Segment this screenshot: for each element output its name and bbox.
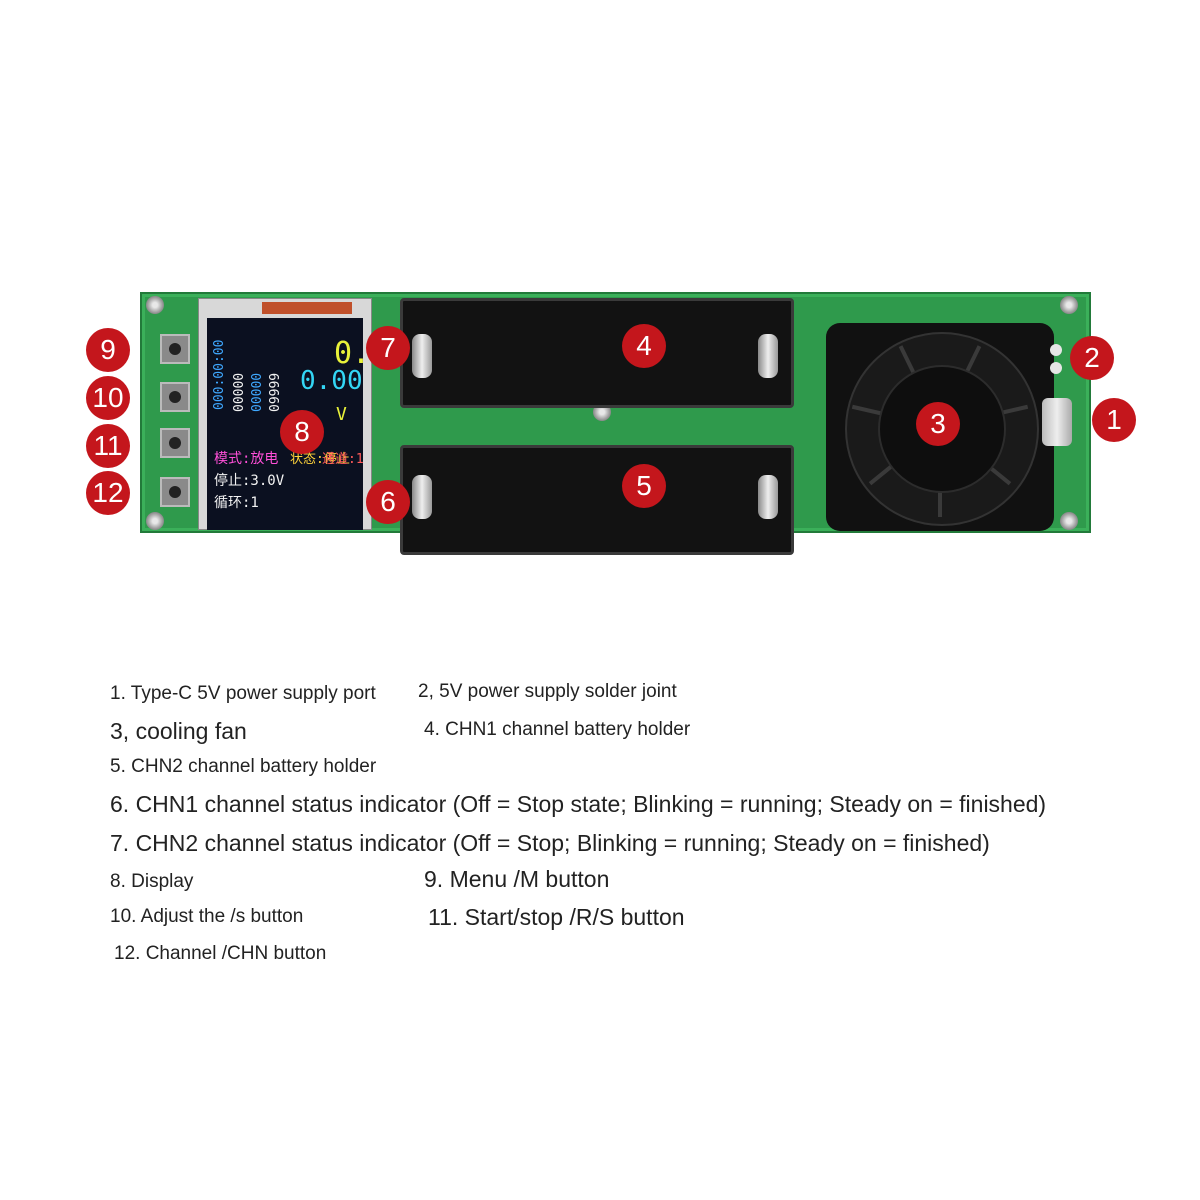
battery-contact <box>412 334 432 378</box>
battery-contact <box>758 475 778 519</box>
start-stop-button[interactable] <box>160 428 190 458</box>
badge-12: 12 <box>86 471 130 515</box>
lcd-cycle: 循环:1 <box>214 495 259 511</box>
badge-9: 9 <box>86 328 130 372</box>
caption-3: 3, cooling fan <box>110 718 247 744</box>
badge-6: 6 <box>366 480 410 524</box>
caption-11: 11. Start/stop /R/S button <box>428 904 685 930</box>
badge-10: 10 <box>86 376 130 420</box>
adjust-button[interactable] <box>160 382 190 412</box>
solder-pad <box>1050 344 1062 356</box>
caption-2: 2, 5V power supply solder joint <box>418 681 677 702</box>
lcd-stop: 停止:3.0V <box>214 473 285 489</box>
battery-contact <box>412 475 432 519</box>
channel-button[interactable] <box>160 477 190 507</box>
battery-contact <box>758 334 778 378</box>
lcd-state: 状态:停止 <box>290 452 350 467</box>
solder-pad <box>1050 362 1062 374</box>
badge-1: 1 <box>1092 398 1136 442</box>
caption-8: 8. Display <box>110 871 194 892</box>
badge-3: 3 <box>916 402 960 446</box>
usb-c-port <box>1042 398 1072 446</box>
screw-icon <box>146 512 164 530</box>
lcd-time: 000:00:00 <box>212 339 227 410</box>
badge-8: 8 <box>280 410 324 454</box>
lcd-val-c: 09999 <box>268 372 283 412</box>
menu-button[interactable] <box>160 334 190 364</box>
chn1-battery-holder <box>400 298 794 408</box>
caption-12: 12. Channel /CHN button <box>114 943 327 964</box>
lcd-voltage-unit: V <box>336 404 347 425</box>
display-ribbon <box>262 302 352 314</box>
screw-icon <box>1060 296 1078 314</box>
lcd-val-b: 00000 <box>250 372 265 412</box>
caption-9: 9. Menu /M button <box>424 866 610 892</box>
caption-1: 1. Type-C 5V power supply port <box>110 683 376 704</box>
screw-icon <box>146 296 164 314</box>
lcd-mode: 模式:放电 <box>214 451 279 467</box>
badge-4: 4 <box>622 324 666 368</box>
screw-icon <box>1060 512 1078 530</box>
lcd-row2: 0.00 <box>300 366 363 396</box>
chn2-battery-holder <box>400 445 794 555</box>
badge-5: 5 <box>622 464 666 508</box>
lcd-val-a: 00000 <box>232 372 247 412</box>
caption-6: 6. CHN1 channel status indicator (Off = … <box>110 791 1047 817</box>
badge-11: 11 <box>86 424 130 468</box>
badge-2: 2 <box>1070 336 1114 380</box>
fan-ring <box>845 332 1039 526</box>
caption-10: 10. Adjust the /s button <box>110 906 304 927</box>
caption-4: 4. CHN1 channel battery holder <box>424 719 691 740</box>
caption-7: 7. CHN2 channel status indicator (Off = … <box>110 830 990 856</box>
lcd-channel: 通道:1 <box>322 452 364 467</box>
badge-7: 7 <box>366 326 410 370</box>
caption-5: 5. CHN2 channel battery holder <box>110 756 377 777</box>
